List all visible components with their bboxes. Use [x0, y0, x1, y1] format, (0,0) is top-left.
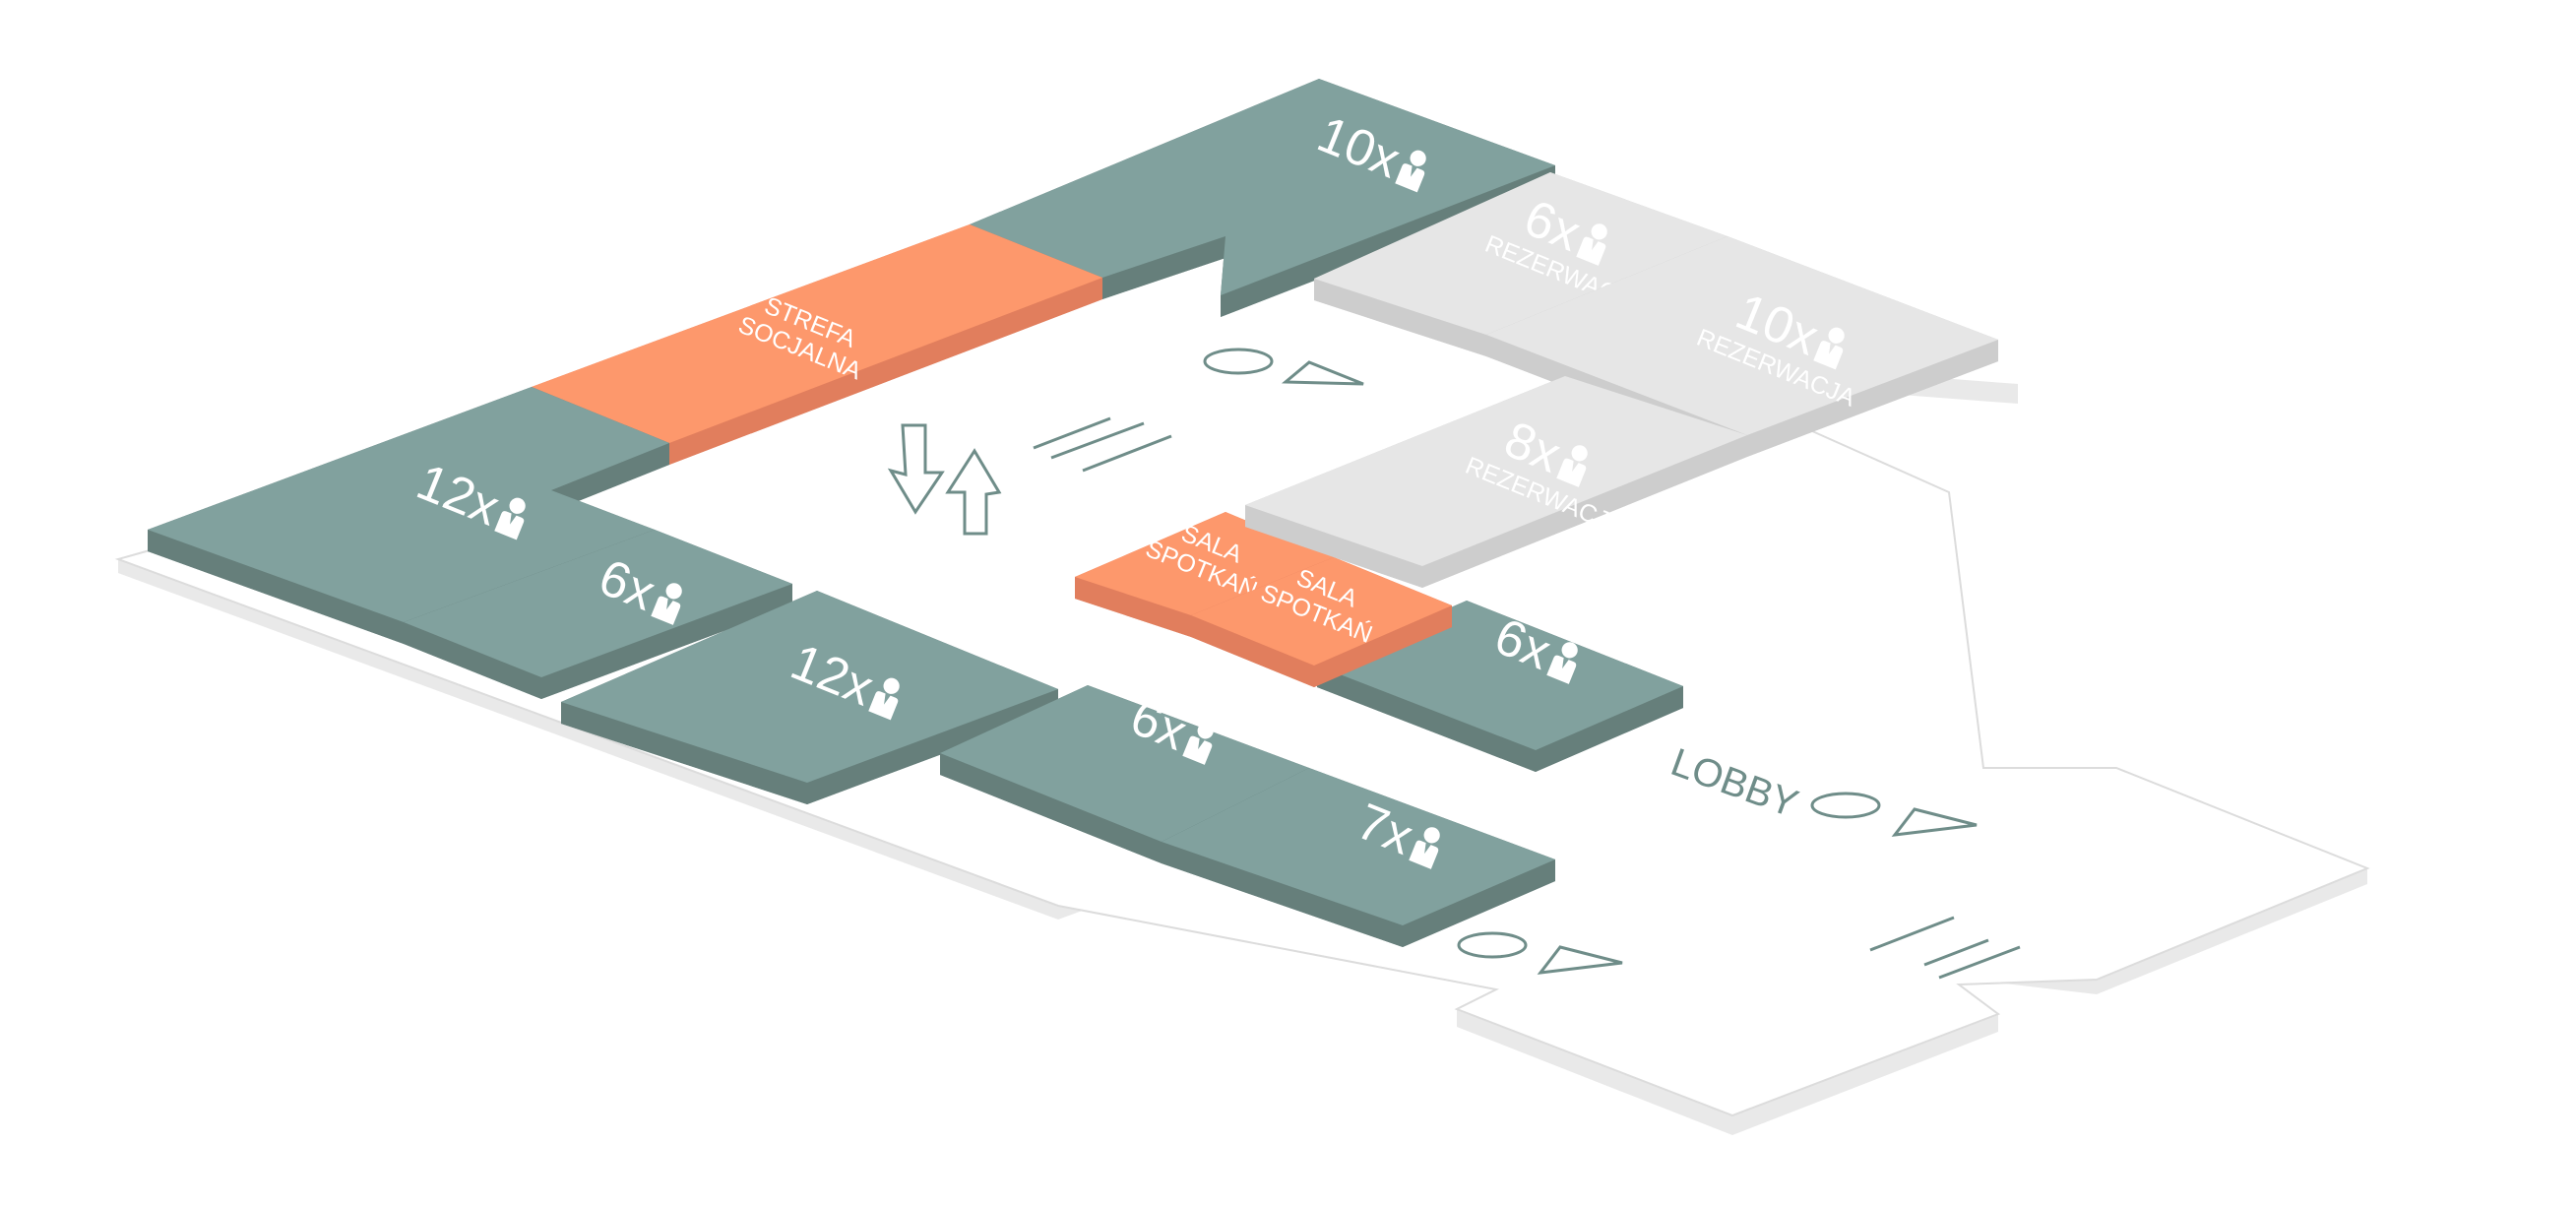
toilet-icon: [1810, 792, 1978, 837]
zone-top: [1191, 557, 1452, 666]
floor-base: [114, 249, 2370, 1135]
zone-top: [561, 591, 1058, 783]
zone-top: [148, 387, 669, 622]
stairs-icon: [1869, 916, 2021, 980]
zone-top: [1075, 512, 1334, 615]
zone-top: [940, 685, 1309, 842]
toilet-icon: [1457, 931, 1623, 975]
zone-top: [404, 530, 792, 677]
zone-top: [1486, 236, 1998, 435]
elevator-arrows-icon: [887, 423, 1002, 536]
stairs-icon: [1033, 416, 1172, 473]
zone-top: [970, 79, 1555, 295]
zone-top: [532, 224, 1102, 443]
zones-layer: 10xSTREFASOCJALNA12x6x12x6x7x6xSALASPOTK…: [148, 79, 1998, 947]
toilet-icon: [1203, 348, 1364, 386]
zone-room-6-left[interactable]: 6x: [404, 530, 792, 699]
zone-top: [1162, 768, 1555, 925]
zone-top: [1245, 376, 1747, 566]
zone-room-12-mid[interactable]: 12x: [561, 591, 1058, 804]
zone-room-7-bottom[interactable]: 7x: [1162, 768, 1555, 947]
zone-top: [1314, 172, 1728, 335]
